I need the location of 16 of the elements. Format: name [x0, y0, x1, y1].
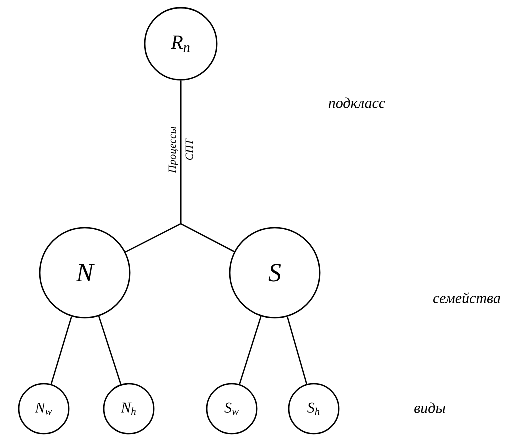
edge-label: Процессы СПТ [168, 127, 194, 174]
circle-node: S$_{w}$ [206, 383, 258, 435]
connector-line [286, 316, 308, 384]
connector-line [98, 316, 122, 385]
connector-line [239, 316, 262, 385]
connector-line [180, 80, 235, 252]
circle-node: N$_{w}$ [18, 383, 70, 435]
circle-node: S$_{h}$ [288, 383, 340, 435]
circle-node: N [39, 227, 131, 319]
level-label: подкласс [328, 98, 386, 108]
circle-node: R$_{n}$ [144, 7, 218, 81]
circle-node: N$_{h}$ [103, 383, 155, 435]
connector-line [50, 316, 72, 385]
level-label: семейства [434, 292, 500, 304]
level-label: виды [414, 402, 446, 414]
circle-node: S [229, 227, 321, 319]
